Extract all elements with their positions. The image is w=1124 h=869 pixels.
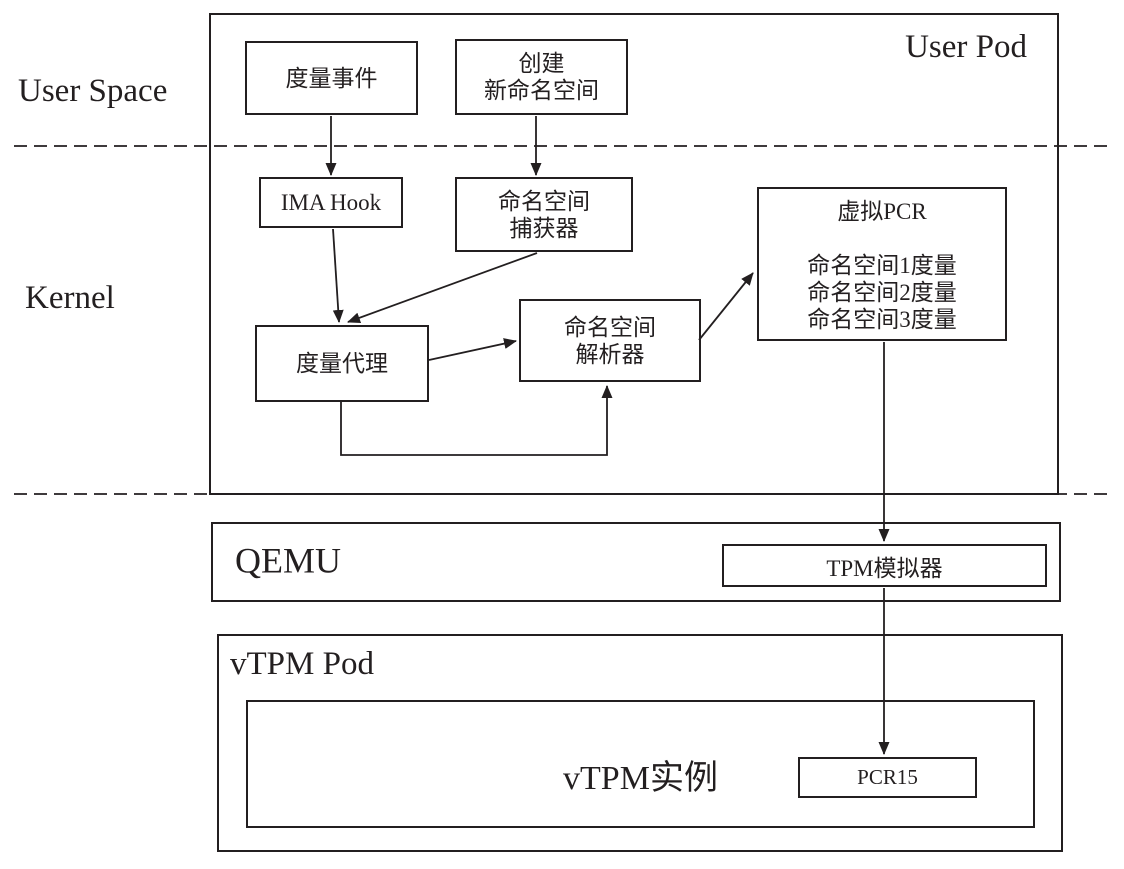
virtual-pcr-box: 虚拟PCR 命名空间1度量 命名空间2度量 命名空间3度量 [757, 187, 1007, 341]
vtpm-pod-box: vTPM Pod vTPM实例 PCR15 [217, 634, 1063, 852]
user-space-region-label: User Space [18, 73, 168, 109]
namespace-catcher-line1: 命名空间 [498, 188, 590, 214]
virtual-pcr-entry-3: 命名空间3度量 [807, 307, 957, 332]
pcr15-label: PCR15 [857, 765, 918, 789]
namespace-catcher-line2: 捕获器 [509, 215, 579, 241]
vtpm-pod-title: vTPM Pod [230, 646, 374, 682]
vtpm-instance-label: vTPM实例 [563, 760, 718, 797]
create-namespace-line1: 创建 [518, 51, 565, 76]
pcr15-box: PCR15 [798, 757, 977, 798]
vtpm-instance-box: vTPM实例 PCR15 [246, 700, 1035, 828]
create-namespace-box: 创建 新命名空间 [455, 39, 628, 115]
qemu-box: QEMU TPM模拟器 [211, 522, 1061, 602]
virtual-pcr-entry-1: 命名空间1度量 [807, 253, 957, 278]
namespace-parser-box: 命名空间 解析器 [519, 299, 701, 382]
virtual-pcr-title: 虚拟PCR [837, 199, 927, 224]
measurement-event-label: 度量事件 [285, 65, 378, 91]
kernel-region-label: Kernel [25, 280, 115, 316]
namespace-catcher-box: 命名空间 捕获器 [455, 177, 633, 252]
ima-hook-label: IMA Hook [280, 190, 382, 215]
measurement-agent-box: 度量代理 [255, 325, 429, 402]
measurement-event-box: 度量事件 [245, 41, 418, 115]
user-pod-title: User Pod [905, 29, 1027, 65]
namespace-parser-line1: 命名空间 [564, 314, 656, 340]
virtual-pcr-entry-2: 命名空间2度量 [807, 280, 957, 305]
create-namespace-line2: 新命名空间 [484, 78, 599, 103]
qemu-title: QEMU [235, 540, 341, 581]
measurement-agent-label: 度量代理 [296, 351, 388, 376]
namespace-parser-line2: 解析器 [575, 341, 645, 367]
ima-hook-box: IMA Hook [259, 177, 403, 228]
tpm-emulator-box: TPM模拟器 [722, 544, 1047, 587]
tpm-emulator-label: TPM模拟器 [826, 555, 943, 581]
virtual-pcr-entries: 命名空间1度量 命名空间2度量 命名空间3度量 [807, 252, 957, 333]
